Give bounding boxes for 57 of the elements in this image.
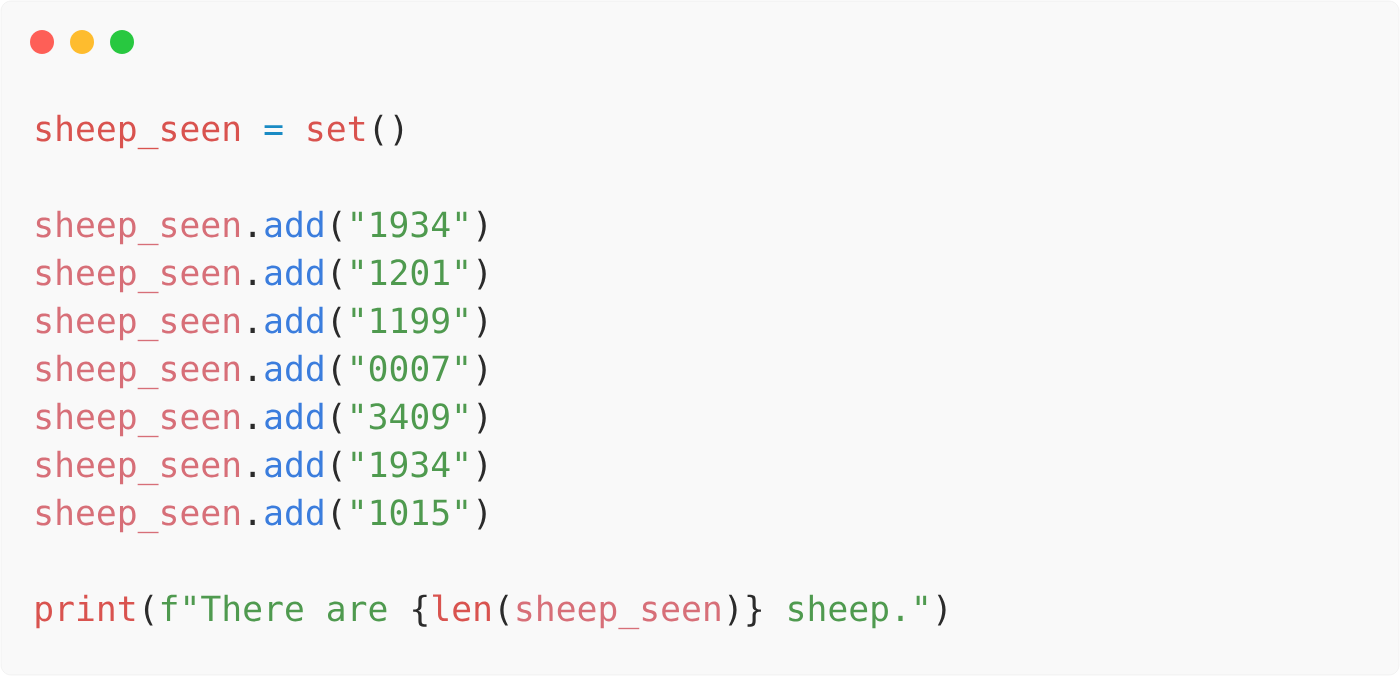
code-text: ( <box>333 402 341 434</box>
code-text: add <box>265 498 323 526</box>
code-text: ( <box>500 594 508 626</box>
code-text: sheep_seen <box>36 114 240 150</box>
code-text: set <box>308 116 365 142</box>
code-text: add <box>265 258 323 286</box>
code-text: . <box>250 519 255 525</box>
code-text: ) <box>478 306 486 338</box>
code-text: sheep_seen <box>517 594 720 630</box>
code-text: . <box>250 279 255 285</box>
code-text: "1934" <box>352 211 467 238</box>
code-text: ( <box>144 594 153 626</box>
code-text: . <box>250 231 255 237</box>
code-text: add <box>265 402 323 430</box>
code-text: "3409" <box>352 403 467 430</box>
code-text: ) <box>478 354 486 386</box>
code-text: ) <box>478 450 486 482</box>
code-text: ) <box>728 594 737 626</box>
code-text: sheep_seen <box>36 306 240 342</box>
code-text: "1201" <box>352 259 467 286</box>
code-text: sheep_seen <box>36 450 240 486</box>
code-text: = <box>264 125 283 136</box>
code-text: ) <box>478 402 486 434</box>
code-text: . <box>250 327 255 333</box>
code-text: print <box>36 594 135 629</box>
code-text: ( <box>333 258 341 290</box>
code-text: ( <box>333 354 341 386</box>
code-text: . <box>250 423 255 429</box>
code-text: add <box>265 354 323 382</box>
code-text: ( <box>333 306 341 338</box>
code-text: add <box>265 450 323 478</box>
code-text: len <box>433 594 490 622</box>
code-text: "0007" <box>352 355 467 382</box>
code-text: "1934" <box>352 451 467 478</box>
code-text: sheep_seen <box>36 498 240 534</box>
code-text: ) <box>937 594 946 626</box>
code-text: () <box>374 114 403 146</box>
code-text: sheep." <box>789 594 927 629</box>
code-text: add <box>265 210 323 238</box>
code-text: sheep_seen <box>36 258 240 294</box>
code-text: . <box>250 471 255 477</box>
code-text: ( <box>333 498 341 530</box>
code-text: ) <box>478 258 486 290</box>
code-text: "1199" <box>352 307 467 334</box>
code-text: . <box>250 375 255 381</box>
code-text: sheep_seen <box>36 210 240 246</box>
code-text: ( <box>333 450 341 482</box>
code-text: } <box>747 594 761 627</box>
code-text: ) <box>478 498 486 530</box>
code-text: add <box>265 306 323 334</box>
code-text: ( <box>333 210 341 242</box>
code-text: f"There are <box>161 594 387 622</box>
code-text: ) <box>478 210 486 242</box>
code-text: "1015" <box>352 499 467 526</box>
code-text: { <box>413 594 427 627</box>
code-text: sheep_seen <box>36 354 240 390</box>
code-text: sheep_seen <box>36 402 240 438</box>
